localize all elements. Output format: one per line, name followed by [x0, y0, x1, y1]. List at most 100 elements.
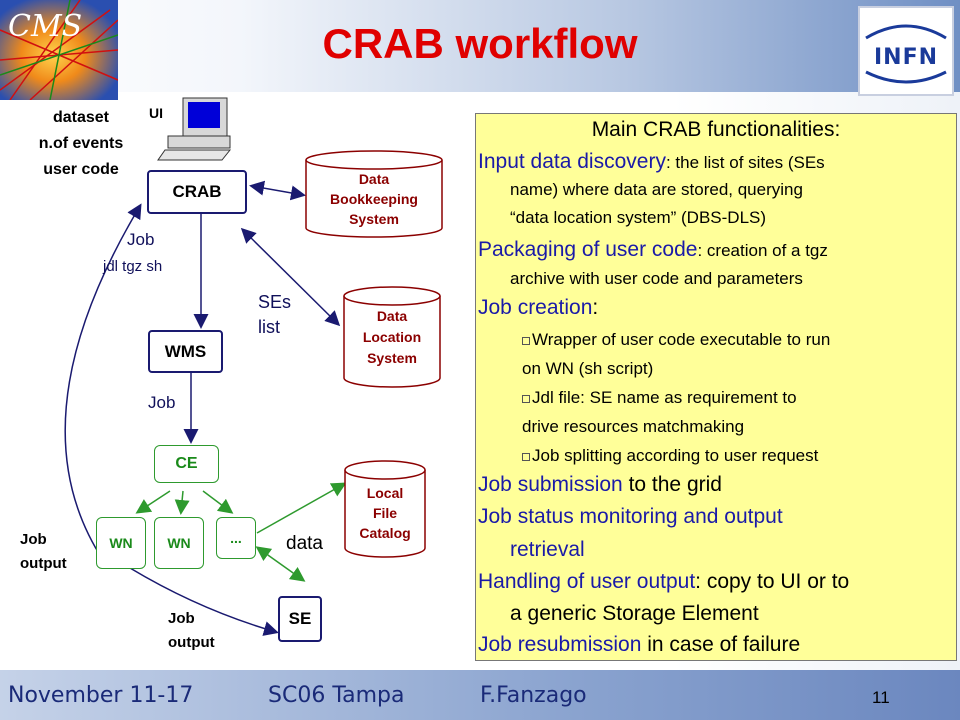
dbs-l3: System — [349, 211, 399, 227]
creation-colon: : — [592, 296, 599, 319]
job-files-label: jdl tgz sh — [103, 258, 163, 275]
dls-l1: Data — [376, 308, 408, 324]
arrow-wn-lfc — [256, 482, 347, 534]
se-box: SE — [278, 596, 322, 642]
arrow-ses-dls — [240, 227, 341, 327]
page-number: 11 — [872, 688, 890, 707]
bullet-square-icon — [522, 452, 530, 461]
cms-logo-text: CMS — [8, 9, 82, 44]
bullet-square-icon — [522, 394, 530, 403]
wrapper-l2: on WN (sh script) — [522, 359, 654, 378]
page-title: CRAB workflow — [322, 20, 638, 67]
dls-l2: Location — [362, 329, 422, 345]
dls-l3: System — [367, 350, 417, 366]
job-output-left-l2: output — [20, 555, 67, 572]
item-input-discovery: Input data discovery: the list of sites … — [478, 150, 825, 174]
submission-title: Job submission — [478, 473, 623, 496]
job-output-left-label: Job output — [20, 528, 67, 576]
arrow-job-output-se — [129, 567, 279, 636]
ui-label: UI — [149, 105, 163, 121]
job-output-bottom-l1: Job — [168, 610, 195, 627]
wn-box-2: WN — [154, 517, 204, 569]
job-label: Job — [127, 230, 155, 249]
computer-icon — [157, 97, 232, 161]
arrow-job-output-crab — [64, 203, 142, 561]
ses-list-l2: list — [258, 317, 280, 337]
arrow-crab-dbs — [249, 180, 306, 201]
job-label-2: Job — [148, 393, 176, 412]
item-handling: Handling of user output: copy to UI or t… — [478, 570, 849, 594]
input-discovery-rest: : the list of sites (SEs — [665, 153, 825, 172]
dbs-cylinder — [305, 150, 443, 238]
dls-cylinder — [343, 286, 441, 388]
footer-author: F.Fanzago — [480, 683, 587, 708]
dbs-label: Data Bookkeeping System — [306, 169, 442, 229]
ce-box: CE — [154, 445, 219, 483]
packaging-title: Packaging of user code — [478, 238, 698, 261]
lfc-l1: Local — [366, 485, 404, 501]
input-label-events: n.of events — [38, 135, 124, 152]
item-status: Job status monitoring and output — [478, 505, 783, 529]
arrow-ce-wn1 — [135, 490, 171, 514]
sub-wrapper: Wrapper of user code executable to run — [522, 330, 830, 350]
input-discovery-l2: name) where data are stored, querying — [510, 180, 803, 199]
lfc-l3: Catalog — [359, 525, 411, 541]
footer-event: SC06 Tampa — [268, 683, 405, 708]
dbs-l1: Data — [358, 171, 390, 187]
wrapper-l1: Wrapper of user code executable to run — [532, 330, 831, 349]
lfc-cylinder — [344, 460, 426, 558]
job-output-bottom-label: Job output — [168, 607, 215, 655]
input-label-dataset: dataset — [52, 109, 110, 126]
jdl-l1: Jdl file: SE name as requirement to — [532, 388, 797, 407]
sub-jdl: Jdl file: SE name as requirement to — [522, 388, 797, 408]
resub-rest: in case of failure — [641, 633, 801, 656]
item-creation: Job creation: — [478, 296, 598, 320]
ses-list-label: SEs list — [258, 290, 291, 340]
submission-rest: to the grid — [622, 473, 722, 496]
creation-title: Job creation — [478, 296, 593, 319]
lfc-label: Local File Catalog — [345, 483, 425, 543]
input-labels: dataset n.of events user code — [15, 105, 147, 183]
status-title: Job status monitoring and output — [478, 505, 783, 528]
footer-band — [0, 670, 960, 720]
data-label: data — [286, 533, 323, 554]
bullet-square-icon — [522, 336, 530, 345]
input-discovery-title: Input data discovery — [478, 150, 666, 173]
lfc-l2: File — [372, 505, 398, 521]
ses-list-l1: SEs — [258, 292, 292, 312]
packaging-rest: : creation of a tgz — [697, 241, 828, 260]
wn-box-1: WN — [96, 517, 146, 569]
dbs-l2: Bookkeeping — [330, 191, 418, 207]
dls-label: Data Location System — [344, 306, 440, 369]
arrow-wn-se — [255, 546, 306, 582]
status-l2: retrieval — [510, 538, 585, 561]
job-output-bottom-l2: output — [168, 634, 215, 651]
footer-date: November 11-17 — [8, 683, 194, 708]
handling-l2: a generic Storage Element — [510, 602, 759, 625]
cms-logo: CMS — [0, 0, 118, 100]
arrow-ce-wn2 — [174, 490, 190, 515]
job-output-left-l1: Job — [20, 531, 47, 548]
input-label-code: user code — [43, 161, 119, 178]
item-submission: Job submission to the grid — [478, 473, 722, 497]
resub-title: Job resubmission — [478, 633, 642, 656]
sub-split: Job splitting according to user request — [522, 446, 818, 466]
jdl-l2: drive resources matchmaking — [522, 417, 745, 436]
item-packaging: Packaging of user code: creation of a tg… — [478, 238, 828, 262]
infn-logo: INFN — [858, 6, 954, 96]
item-resubmission: Job resubmission in case of failure — [478, 633, 800, 657]
panel-heading: Main CRAB functionalities: — [591, 118, 841, 141]
arrow-ce-wn3 — [202, 490, 234, 514]
crab-box: CRAB — [147, 170, 247, 214]
wn-box-more: ... — [216, 517, 256, 559]
header-band — [0, 0, 960, 92]
input-discovery-l3: “data location system” (DBS-DLS) — [510, 208, 767, 227]
split-l1: Job splitting according to user request — [532, 446, 819, 465]
infn-logo-text: INFN — [874, 45, 938, 70]
packaging-l2: archive with user code and parameters — [510, 269, 803, 288]
wms-box: WMS — [148, 330, 223, 373]
functionalities-panel — [475, 113, 957, 661]
handling-title: Handling of user output — [478, 570, 696, 593]
handling-rest: : copy to UI or to — [695, 570, 850, 593]
